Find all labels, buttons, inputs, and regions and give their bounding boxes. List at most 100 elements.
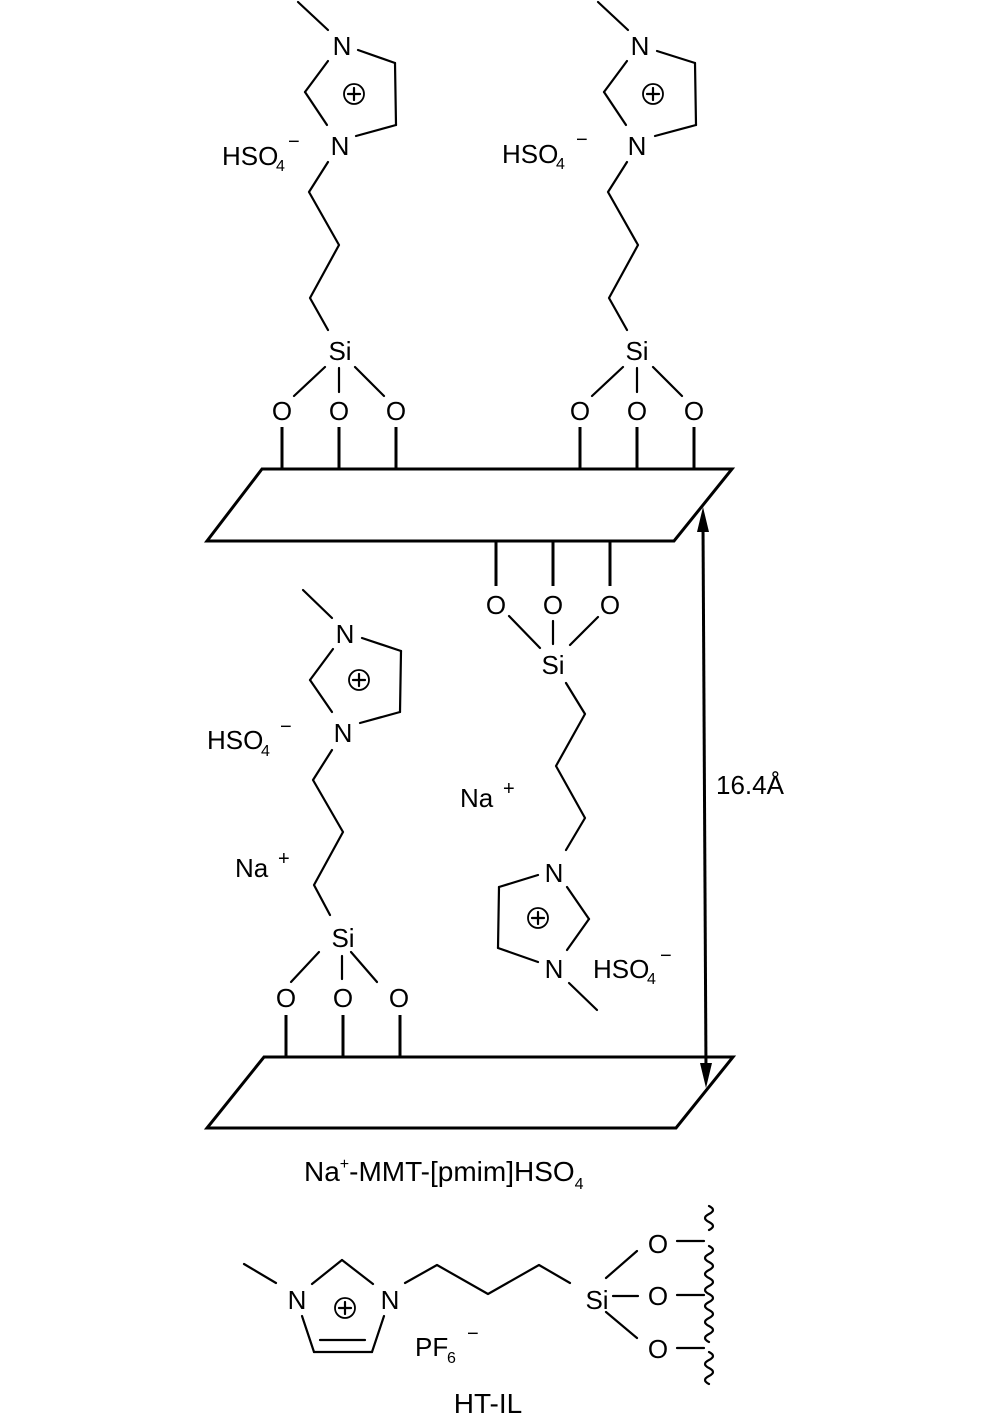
ring-bond: [497, 873, 540, 889]
ring-bond: [565, 917, 591, 952]
surface-wavy-line-icon: [703, 1204, 715, 1386]
ring-bond: [393, 61, 398, 127]
ring-bond: [565, 885, 591, 921]
atom-oxygen: O: [333, 983, 353, 1013]
caption-middle: -MMT-[pmim]HSO: [349, 1156, 575, 1187]
ring-bond: [308, 647, 335, 682]
ring-bond: [693, 61, 698, 127]
ring-bond: [356, 48, 397, 65]
anion-charge: −: [660, 945, 672, 967]
atom-nitrogen: N: [336, 619, 355, 649]
si-o-bond: [507, 614, 542, 650]
propyl-chain: [554, 681, 587, 852]
ring-bond: [653, 123, 698, 138]
propyl-chain: [403, 1263, 572, 1296]
anion-subscript: 4: [647, 971, 656, 988]
ring-bond: [340, 1258, 375, 1286]
atom-oxygen: O: [329, 396, 349, 426]
ring-bond: [303, 59, 330, 94]
atom-nitrogen: N: [545, 954, 564, 984]
pf6-anion-label: PF 6 −: [415, 1323, 479, 1367]
ring-bond: [370, 1314, 386, 1354]
atom-oxygen: O: [684, 396, 704, 426]
ring-bond: [310, 1258, 344, 1286]
pendant-bottom-left: N N HSO 4 − Na + Si O O O: [207, 588, 409, 1057]
atom-silicon: Si: [331, 923, 354, 953]
arrow-shaft: [701, 524, 708, 1073]
propyl-chain: [311, 748, 345, 917]
hso4-anion-label: HSO 4 −: [222, 131, 300, 175]
positive-charge-icon: [642, 83, 664, 105]
si-o-bond: [604, 1310, 639, 1340]
atom-silicon: Si: [541, 650, 564, 680]
anion-base: HSO: [593, 954, 649, 984]
positive-charge-icon: [527, 907, 549, 929]
ring-bond: [496, 946, 540, 964]
anion-charge: −: [576, 129, 588, 151]
methyl-bond: [596, 0, 630, 32]
si-o-bond: [604, 1249, 639, 1280]
ht-il-structure: N N Si O O O PF 6 − HT-IL: [242, 1204, 715, 1419]
sodium-charge: +: [503, 778, 515, 800]
ring-bond: [354, 123, 398, 138]
atom-oxygen: O: [600, 590, 620, 620]
hso4-anion-label: HSO 4 −: [207, 716, 292, 760]
atom-oxygen: O: [648, 1281, 668, 1311]
atom-nitrogen: N: [628, 131, 647, 161]
ring-bond: [655, 49, 697, 65]
arrow-head-down-icon: [700, 1063, 712, 1088]
si-o-bond: [353, 365, 386, 398]
atom-oxygen: O: [570, 396, 590, 426]
atom-oxygen: O: [648, 1229, 668, 1259]
si-o-bond: [289, 950, 321, 984]
atom-oxygen: O: [386, 396, 406, 426]
ring-bond: [398, 649, 403, 714]
pendant-top-right: N N HSO 4 − Si O O O: [502, 0, 704, 469]
atom-oxygen: O: [648, 1334, 668, 1364]
ring-bond: [303, 90, 329, 127]
propyl-chain: [307, 160, 341, 332]
spacing-value: 16.4: [716, 770, 767, 800]
methyl-bond: [296, 0, 330, 32]
atom-oxygen: O: [272, 396, 292, 426]
atom-silicon: Si: [625, 336, 648, 366]
atom-nitrogen: N: [331, 131, 350, 161]
ring-bond: [602, 90, 628, 127]
sodium-symbol: Na: [235, 853, 269, 883]
atom-silicon: Si: [585, 1285, 608, 1315]
anion-charge: −: [467, 1323, 479, 1345]
atom-silicon: Si: [328, 336, 351, 366]
methyl-bond: [301, 588, 334, 620]
caption-ht-il: HT-IL: [454, 1388, 522, 1419]
caption-charge: +: [340, 1156, 349, 1173]
sodium-ion-label: Na +: [460, 778, 515, 813]
ring-bond: [308, 678, 334, 714]
ring-bond: [496, 885, 501, 950]
atom-nitrogen: N: [333, 31, 352, 61]
positive-charge-icon: [348, 669, 370, 691]
anion-base: HSO: [222, 141, 278, 171]
sodium-charge: +: [278, 848, 290, 870]
anion-base: HSO: [502, 139, 558, 169]
ring-bond: [602, 59, 629, 94]
ring-bond: [360, 636, 403, 653]
anion-subscript: 4: [556, 156, 565, 173]
atom-oxygen: O: [276, 983, 296, 1013]
spacing-label: 16.4Å: [716, 770, 785, 800]
si-o-bond: [292, 365, 327, 398]
sodium-symbol: Na: [460, 783, 494, 813]
spacing-unit: Å: [767, 770, 785, 800]
atom-oxygen: O: [627, 396, 647, 426]
caption-prefix: Na: [304, 1156, 340, 1187]
ring-bond: [300, 1314, 316, 1354]
pendant-hanging: O O O Si N N HSO 4 − Na +: [460, 541, 672, 1012]
caption-main: Na+-MMT-[pmim]HSO4: [304, 1156, 584, 1193]
anion-subscript: 4: [276, 158, 285, 175]
atom-nitrogen: N: [381, 1285, 400, 1315]
si-o-bond: [651, 365, 684, 398]
arrow-head-up-icon: [697, 507, 709, 532]
anion-base: HSO: [207, 725, 263, 755]
atom-nitrogen: N: [334, 718, 353, 748]
positive-charge-icon: [343, 83, 365, 105]
